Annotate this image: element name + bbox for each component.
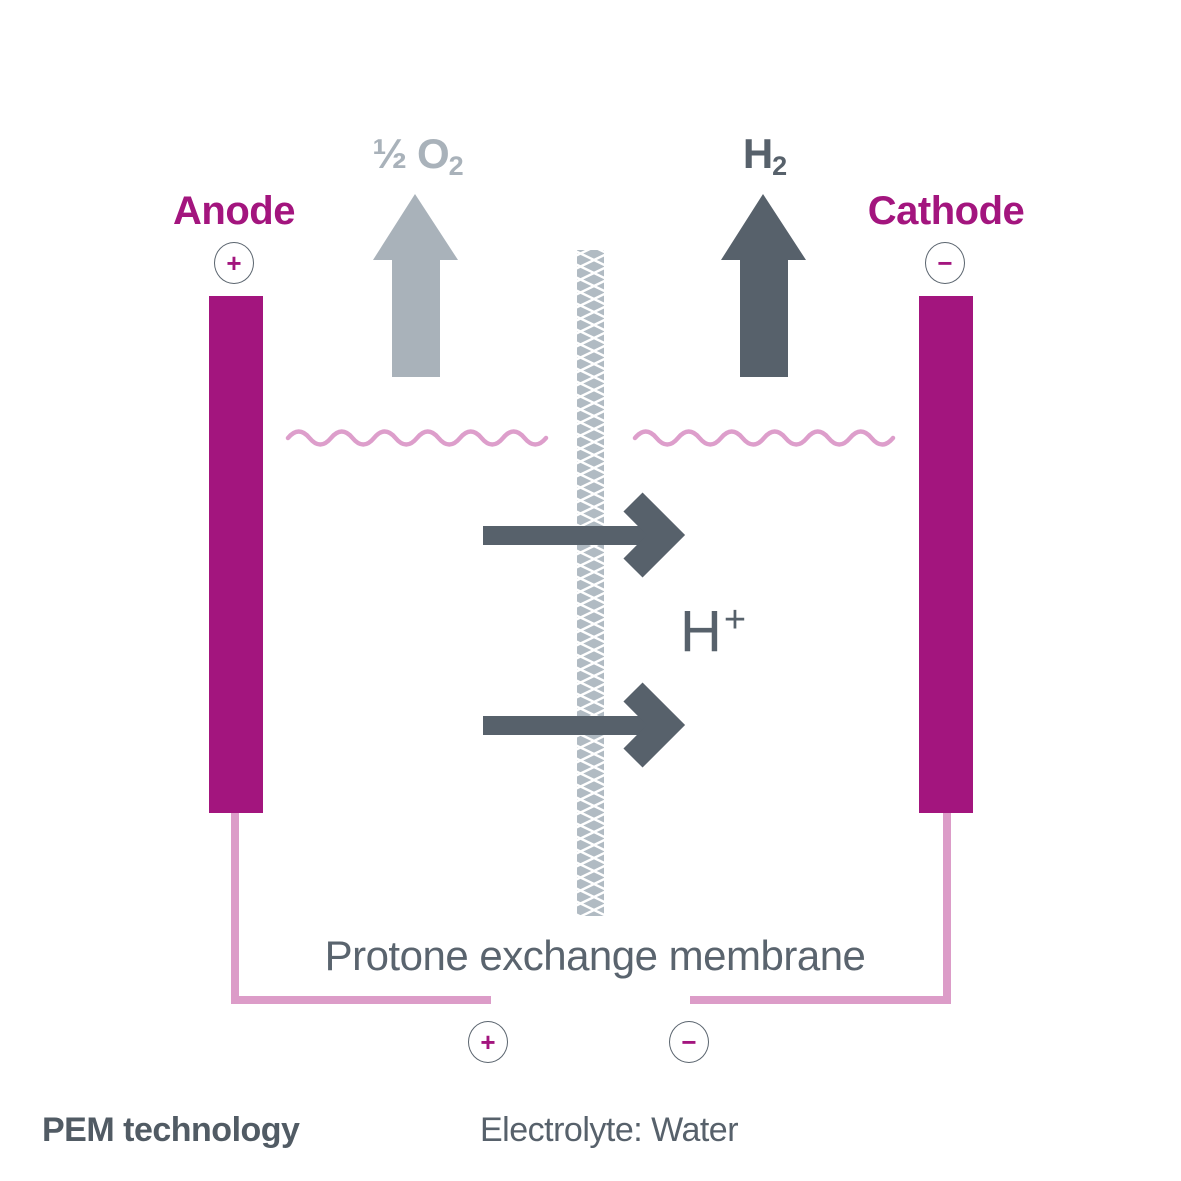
cathode-title: Cathode — [867, 189, 1025, 233]
water-wave-right — [632, 429, 896, 447]
water-wave-left — [285, 429, 549, 447]
circuit-wire-right — [690, 813, 951, 1004]
hydrogen-label-sub: 2 — [772, 151, 788, 181]
footer-title: PEM technology — [42, 1111, 300, 1149]
cathode-minus-sign: − — [937, 248, 953, 278]
oxygen-label-main: ½ O — [372, 130, 449, 177]
circuit-wire-left — [231, 813, 491, 1004]
hydrogen-label-main: H — [742, 130, 773, 177]
oxygen-label: ½ O2 — [372, 130, 463, 182]
anode-plus-terminal: + — [214, 242, 254, 284]
electrolyte-note: Electrolyte: Water — [480, 1111, 739, 1149]
cathode-electrode — [919, 296, 973, 813]
circuit-plus-sign: + — [480, 1027, 496, 1057]
circuit-minus-sign: − — [681, 1027, 697, 1057]
anode-electrode — [209, 296, 263, 813]
anode-plus-sign: + — [226, 248, 242, 278]
oxygen-up-arrow — [373, 194, 458, 377]
circuit-minus-terminal: − — [669, 1021, 709, 1063]
hydrogen-label: H2 — [743, 130, 787, 182]
proton-label-main: H — [680, 599, 722, 664]
membrane-caption: Protone exchange membrane — [324, 932, 866, 979]
proton-label-sup: + — [723, 599, 747, 641]
proton-label: H+ — [680, 598, 747, 665]
oxygen-label-sub: 2 — [448, 151, 464, 181]
proton-arrow-bottom — [483, 682, 686, 768]
proton-arrow-top — [483, 492, 686, 578]
cathode-minus-terminal: − — [925, 242, 965, 284]
circuit-plus-terminal: + — [468, 1021, 508, 1063]
membrane-bar — [577, 250, 604, 916]
anode-title: Anode — [173, 189, 295, 233]
hydrogen-up-arrow — [721, 194, 806, 377]
